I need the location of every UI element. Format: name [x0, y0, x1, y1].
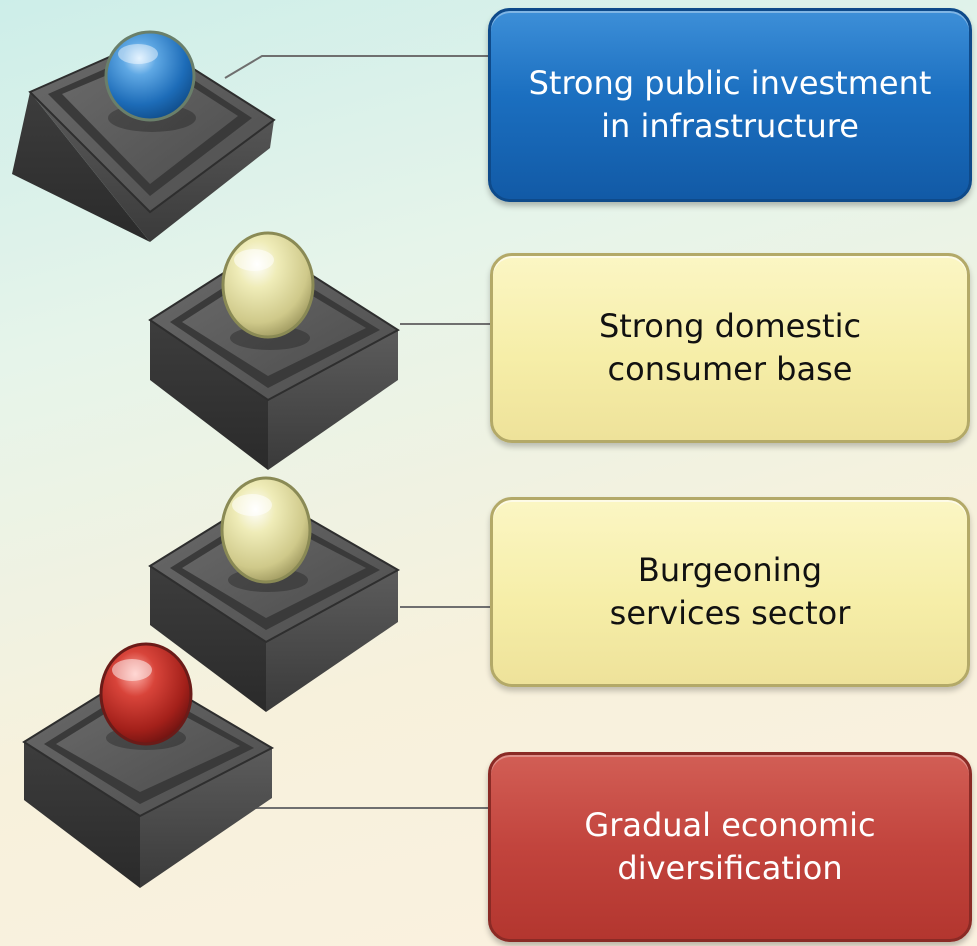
- item-box-1: Strong public investment in infrastructu…: [488, 8, 972, 202]
- item-text-4: Gradual economic diversification: [584, 805, 876, 887]
- item-text-1: Strong public investment in infrastructu…: [528, 63, 932, 145]
- item-box-4: Gradual economic diversification: [488, 752, 972, 942]
- item-text-2: Strong domestic consumer base: [598, 306, 862, 388]
- sphere-red: [99, 642, 193, 746]
- item-box-2: Strong domestic consumer base: [490, 253, 970, 443]
- item-text-3: Burgeoning services sector: [609, 550, 851, 632]
- connector-line-1: [224, 55, 488, 79]
- sphere-yellow-2: [220, 476, 312, 584]
- sphere-blue: [104, 30, 196, 122]
- sphere-yellow-1: [221, 231, 315, 339]
- item-box-3: Burgeoning services sector: [490, 497, 970, 687]
